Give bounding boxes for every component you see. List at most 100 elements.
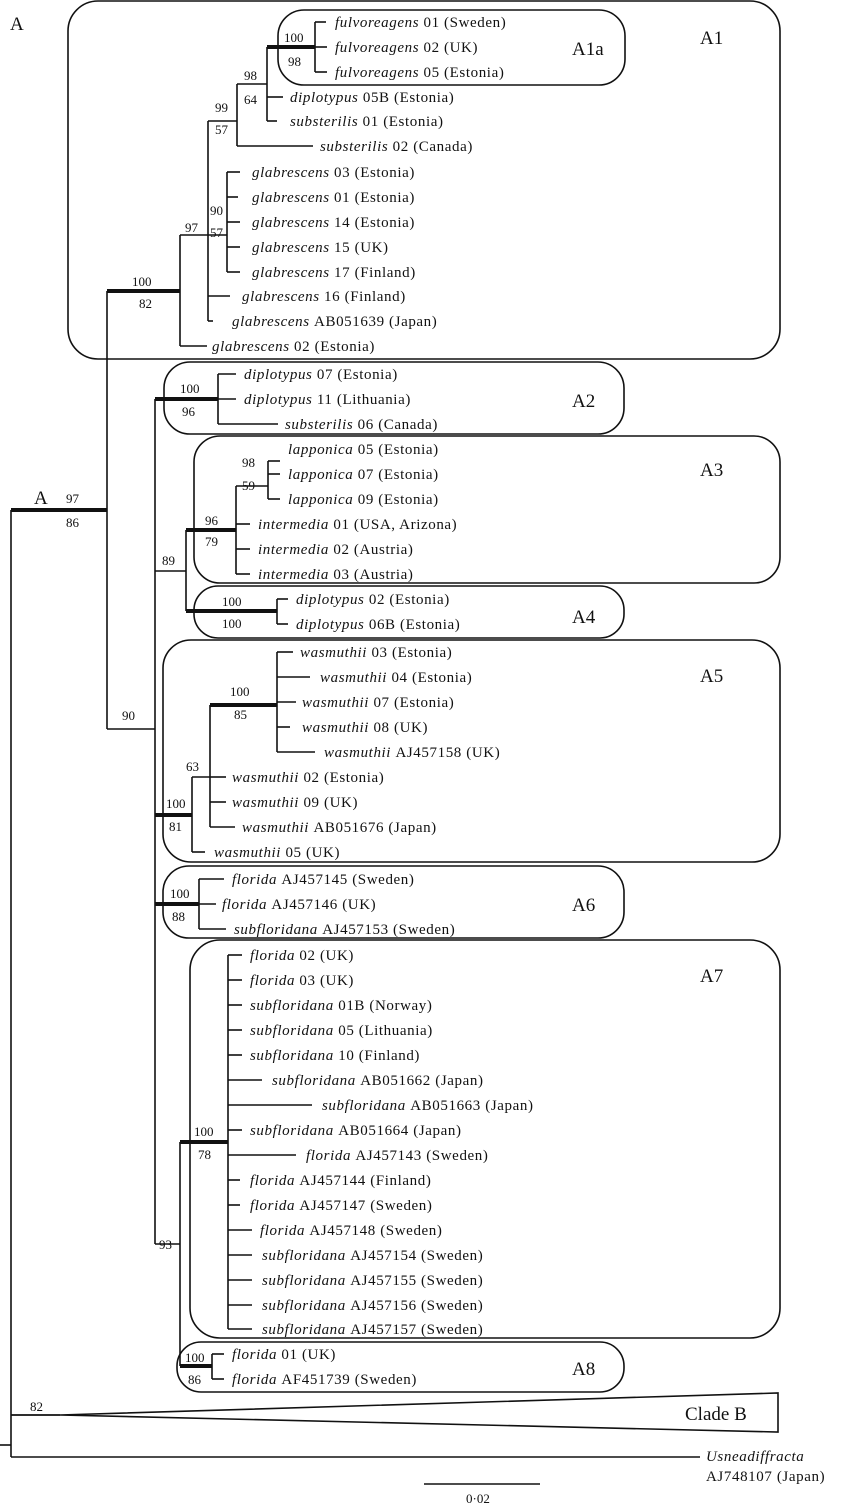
species-name: subfloridana [272,1073,360,1089]
tip-label: wasmuthii 04 (Estonia) [320,670,472,686]
tip-label: subfloridana 10 (Finland) [250,1048,420,1064]
support-value: 98 [244,68,257,83]
tip-label: substerilis 01 (Estonia) [290,114,444,130]
specimen-label: AJ457148 (Sweden) [309,1223,442,1239]
species-name: subfloridana [262,1298,350,1314]
support-value: 86 [188,1372,202,1387]
species-name: subfloridana [322,1098,410,1114]
tip-label: subfloridana AJ457155 (Sweden) [262,1273,483,1289]
support-value: 88 [172,909,185,924]
specimen-label: AJ457157 (Sweden) [350,1322,483,1338]
specimen-label: 05 (Estonia) [423,65,504,81]
specimen-label: 09 (UK) [303,795,358,811]
outgroup-accession: AJ748107 (Japan) [706,1469,825,1485]
tip-label: subfloridana AB051662 (Japan) [272,1073,484,1089]
support-value: 81 [169,819,182,834]
support-value: 78 [198,1147,211,1162]
clade-box-A [67,0,781,360]
tip-label: subfloridana AJ457156 (Sweden) [262,1298,483,1314]
support-value: 97 [185,220,199,235]
tip-label: lapponica 09 (Estonia) [288,492,439,508]
specimen-label: 05 (UK) [285,845,340,861]
tip-label: glabrescens 15 (UK) [252,240,389,256]
tip-label: wasmuthii 03 (Estonia) [300,645,452,661]
support-value: 79 [205,534,218,549]
support-value: 100 [194,1124,214,1139]
tip-label: florida AJ457146 (UK) [222,897,376,913]
tip-label: glabrescens AB051639 (Japan) [232,314,437,330]
species-name: glabrescens [252,165,334,181]
species-name: wasmuthii [320,670,391,686]
clade-label-A7: A7 [700,966,723,987]
species-name: wasmuthii [232,795,303,811]
specimen-label: AB051663 (Japan) [410,1098,533,1114]
species-name: florida [250,1198,299,1214]
specimen-label: 10 (Finland) [338,1048,420,1064]
species-name: glabrescens [232,314,314,330]
support-value: 100 [170,886,190,901]
tip-label: glabrescens 14 (Estonia) [252,215,415,231]
species-name: wasmuthii [242,820,313,836]
specimen-label: 03 (Estonia) [334,165,415,181]
specimen-label: 05B (Estonia) [363,90,455,106]
species-name: diplotypus [296,592,369,608]
specimen-label: AJ457153 (Sweden) [322,922,455,938]
tip-label: florida 02 (UK) [250,948,354,964]
support-value: 100 [132,274,152,289]
species-name: wasmuthii [302,695,373,711]
tip-label: glabrescens 02 (Estonia) [212,339,375,355]
tip-label: florida AJ457143 (Sweden) [306,1148,489,1164]
specimen-label: 01 (UK) [281,1347,336,1363]
tip-label: lapponica 07 (Estonia) [288,467,439,483]
species-name: glabrescens [252,215,334,231]
scale-bar-label: 0·02 [466,1491,490,1506]
specimen-label: AJ457143 (Sweden) [355,1148,488,1164]
tip-label: wasmuthii 08 (UK) [302,720,428,736]
tip-label: wasmuthii AJ457158 (UK) [324,745,500,761]
support-value: 100 [185,1350,205,1365]
clade-box-A8 [176,1341,625,1393]
clade-label-A1a: A1a [572,39,604,60]
species-name: subfloridana [250,998,338,1014]
species-name: glabrescens [252,240,334,256]
clade-label-A3: A3 [700,460,723,481]
species-name: substerilis [285,417,358,433]
support-value: 86 [66,515,80,530]
support-value: 90 [210,203,223,218]
species-name: wasmuthii [302,720,373,736]
specimen-label: 03 (Estonia) [371,645,452,661]
clade-label-A2: A2 [572,391,595,412]
specimen-label: 03 (UK) [299,973,354,989]
tip-label: fulvoreagens 02 (UK) [335,40,478,56]
tip-label: substerilis 06 (Canada) [285,417,438,433]
tip-label: florida AF451739 (Sweden) [232,1372,417,1388]
tip-label: subfloridana AJ457157 (Sweden) [262,1322,483,1338]
support-value: 96 [205,513,219,528]
support-value: 59 [242,478,255,493]
species-name: diplotypus [244,392,317,408]
tip-label: diplotypus 07 (Estonia) [244,367,398,383]
specimen-label: AF451739 (Sweden) [281,1372,417,1388]
clade-box-A3 [193,435,781,584]
tip-label: glabrescens 01 (Estonia) [252,190,415,206]
support-value: 99 [215,100,228,115]
specimen-label: 02 (Estonia) [303,770,384,786]
species-name: glabrescens [212,339,294,355]
clade-box-A7 [189,939,781,1339]
tip-label: subfloridana AJ457153 (Sweden) [234,922,455,938]
support-values: 97 86 100 82 97 99 57 98 64 100 98 90 57… [30,30,304,1414]
specimen-label: 02 (Estonia) [369,592,450,608]
specimen-label: AJ457145 (Sweden) [281,872,414,888]
support-value: 98 [242,455,255,470]
support-value: 63 [186,759,199,774]
species-name: florida [250,973,299,989]
clade-label-A8: A8 [572,1359,595,1380]
tip-label: diplotypus 06B (Estonia) [296,617,460,633]
support-value: 93 [159,1237,172,1252]
species-name: lapponica [288,467,358,483]
species-name: wasmuthii [214,845,285,861]
specimen-label: 02 (Austria) [333,542,413,558]
support-value: 100 [222,616,242,631]
support-value: 96 [182,404,196,419]
